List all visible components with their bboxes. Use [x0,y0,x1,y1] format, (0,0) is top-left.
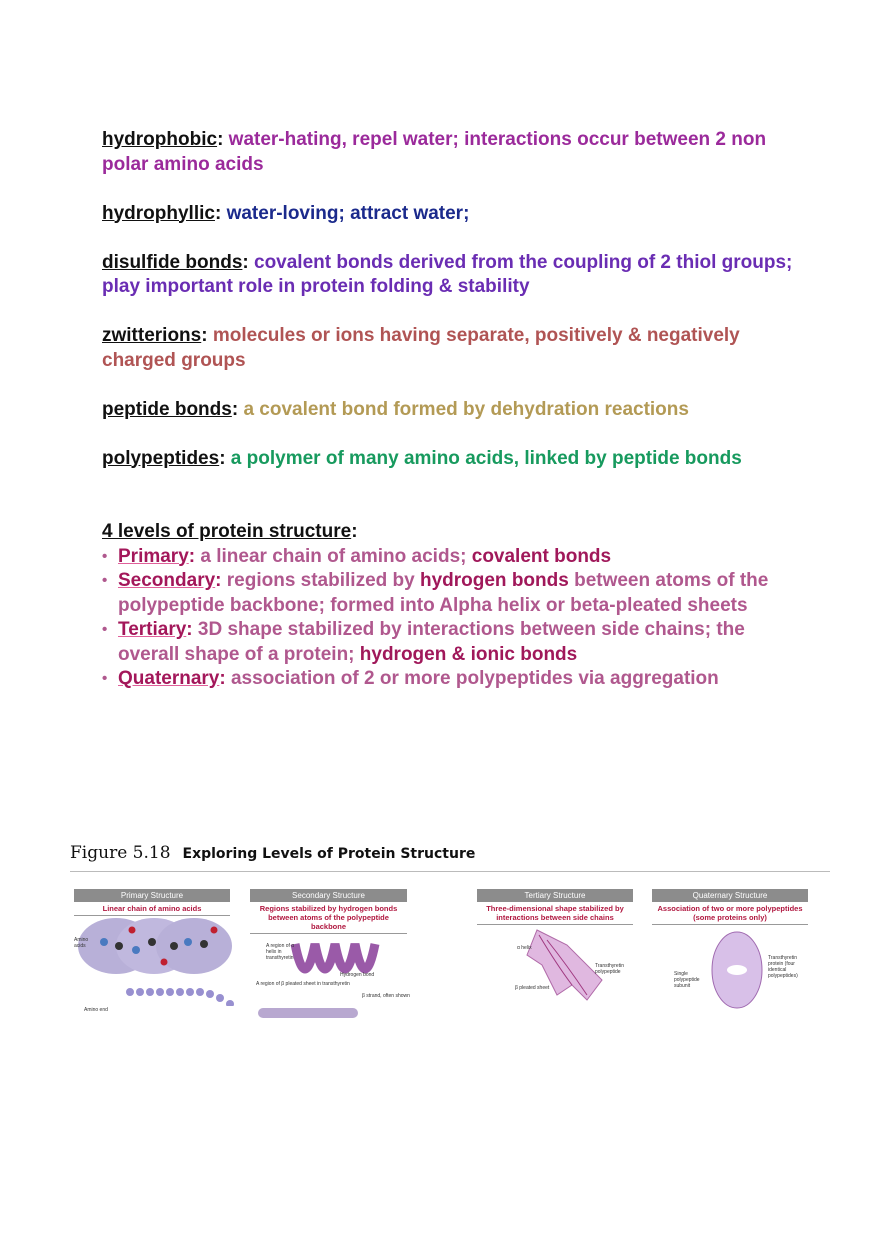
level-text: 3D shape stabilized by interactions betw… [118,619,745,665]
definition-term: zwitterions [102,325,202,346]
level-item: Secondary: regions stabilized by hydroge… [102,569,802,618]
label: β pleated sheet [515,985,550,991]
colon: : [219,668,226,689]
panel-header: Secondary Structure [250,889,407,902]
colon: : [188,545,196,567]
colon: : [201,325,208,346]
figure: Figure 5.18 Exploring Levels of Protein S… [70,843,830,1018]
level-term: Primary [118,545,189,567]
panel-header: Primary Structure [74,889,230,902]
levels-heading: 4 levels of protein structure: [102,521,358,542]
protein-structure-levels: 4 levels of protein structure:Primary: a… [102,520,802,692]
level-term: Tertiary [118,619,187,640]
level-item: Tertiary: 3D shape stabilized by interac… [102,618,802,667]
figure-number: Figure 5.18 [70,843,171,863]
level-term: Secondary [118,570,216,591]
levels-heading-text: 4 levels of protein structure [102,521,352,542]
level-text: association of 2 or more polypeptides vi… [225,668,719,689]
panel-primary: Primary Structure Linear chain of amino … [74,889,234,1013]
label: Transthyretin protein (four identical po… [768,955,798,979]
level-emphasis: covalent bonds [471,545,612,567]
definition-polypeptides: polypeptides: a polymer of many amino ac… [102,447,802,472]
primary-structure-illustration [78,918,234,1008]
definition-text: water-hating, repel water; interactions … [102,129,767,175]
level-emphasis: hydrogen bonds [419,570,569,591]
level-emphasis: hydrogen & ionic bonds [359,643,578,665]
tertiary-structure-illustration [526,929,603,1001]
definition-zwitterions: zwitterions: molecules or ions having se… [102,324,802,373]
colon: : [217,129,224,150]
label: Single polypeptide subunit [674,971,700,989]
colon: : [214,202,222,224]
quaternary-structure-illustration [711,931,763,1009]
label: Transthyretin polypeptide [595,963,624,975]
level-item: Primary: a linear chain of amino acids; … [102,545,802,570]
panel-secondary: Secondary Structure Regions stabilized b… [250,889,410,1029]
label: A region of α helix in transthyretin [266,943,295,961]
definition-hydrophobic: hydrophobic: water-hating, repel water; … [102,128,802,177]
levels-list: Primary: a linear chain of amino acids; … [102,545,802,692]
document-body: hydrophobic: water-hating, repel water; … [102,128,802,692]
label: α helix [517,945,532,951]
colon: : [231,398,239,420]
label: Amino acids [74,937,89,949]
colon: : [219,447,226,469]
label: A region of β pleated sheet in transthyr… [256,981,350,987]
panel-caption: Linear chain of amino acids [74,902,230,916]
level-text-after: between atoms of the polypeptide backbon… [118,570,769,616]
level-term: Quaternary [118,668,220,689]
definition-text: water-loving; attract water; [226,202,470,224]
panel-header: Tertiary Structure [477,889,633,902]
panel-caption: Association of two or more polypeptides … [652,902,808,925]
colon: : [215,570,222,591]
definition-term: disulfide bonds [102,251,243,273]
label: Amino end [84,1007,108,1013]
level-item: Quaternary: association of 2 or more pol… [102,667,802,692]
definition-hydrophyllic: hydrophyllic: water-loving; attract wate… [102,202,802,227]
panel-caption: Regions stabilized by hydrogen bonds bet… [250,902,407,934]
definition-disulfide: disulfide bonds: covalent bonds derived … [102,251,802,300]
panel-header: Quaternary Structure [652,889,808,902]
colon: : [186,619,193,640]
definition-text: a covalent bond formed by dehydration re… [243,398,689,420]
label: Hydrogen bond [340,972,375,978]
colon: : [242,251,249,273]
figure-title: Figure 5.18 Exploring Levels of Protein S… [70,843,830,863]
level-text: regions stabilized by [221,570,420,591]
label: β strand, often shown [362,993,410,999]
definition-term: polypeptides [102,447,220,469]
secondary-structure-illustration [258,943,380,1018]
definition-text: covalent bonds derived from the coupling… [102,251,793,298]
divider [70,871,830,872]
definition-term: hydrophyllic [102,202,215,224]
definition-text: a polymer of many amino acids, linked by… [230,447,742,469]
definition-peptide: peptide bonds: a covalent bond formed by… [102,398,802,423]
definition-text: molecules or ions having separate, posit… [102,325,740,371]
level-text: a linear chain of amino acids; [195,545,472,567]
panel-tertiary: Tertiary Structure Three-dimensional sha… [477,889,633,1020]
definition-term: peptide bonds [102,398,232,420]
panel-caption: Three-dimensional shape stabilized by in… [477,902,633,925]
figure-title-text: Exploring Levels of Protein Structure [182,846,476,862]
panel-quaternary: Quaternary Structure Association of two … [652,889,808,1020]
definition-term: hydrophobic [102,129,218,150]
